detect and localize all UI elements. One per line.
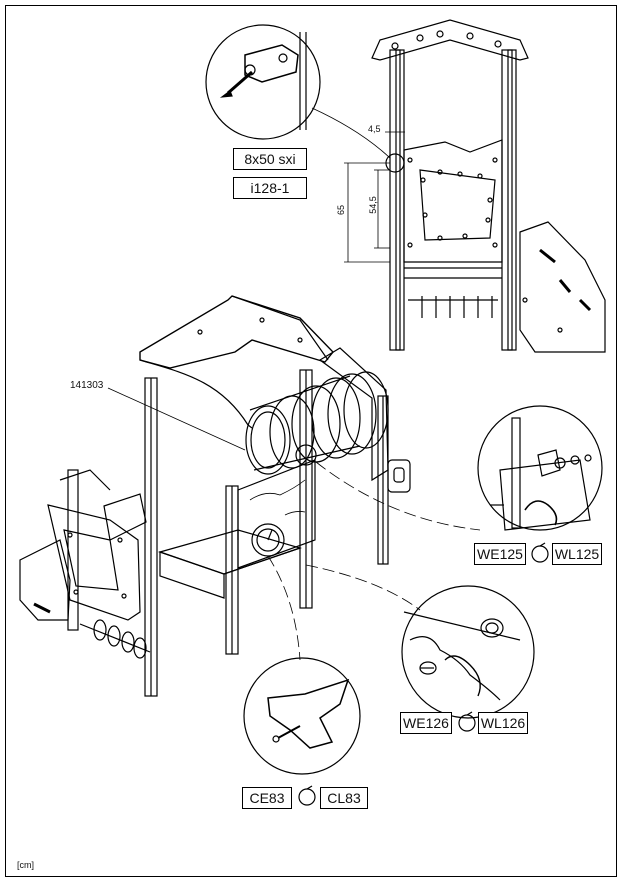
detail-bracket-circle [205,24,321,140]
dimension-height-outer: 65 [336,204,347,216]
drawing-frame [5,5,617,877]
rotate-icon [458,711,476,732]
we126-label: WE126 [400,712,452,734]
wl125-label: WL125 [552,543,602,565]
part-id-label: 141303 [70,380,104,391]
bracket-label: i128-1 [233,177,307,199]
wl126-label: WL126 [478,712,528,734]
screw-label: 8x50 sxi [233,148,307,170]
rotate-icon [298,785,316,806]
main-assembly [19,295,481,697]
dimension-offset: 4,5 [368,124,381,134]
cl83-label: CL83 [320,787,368,809]
dimension-height-inner: 54,5 [367,196,378,214]
detail-we126-circle [401,585,535,719]
frame-view [311,19,606,353]
detail-we125-circle [477,405,603,531]
rotate-icon [531,542,549,563]
ce83-label: CE83 [242,787,292,809]
unit-note: [cm] [17,860,34,870]
we125-label: WE125 [474,543,526,565]
detail-ce83-circle [243,657,361,775]
